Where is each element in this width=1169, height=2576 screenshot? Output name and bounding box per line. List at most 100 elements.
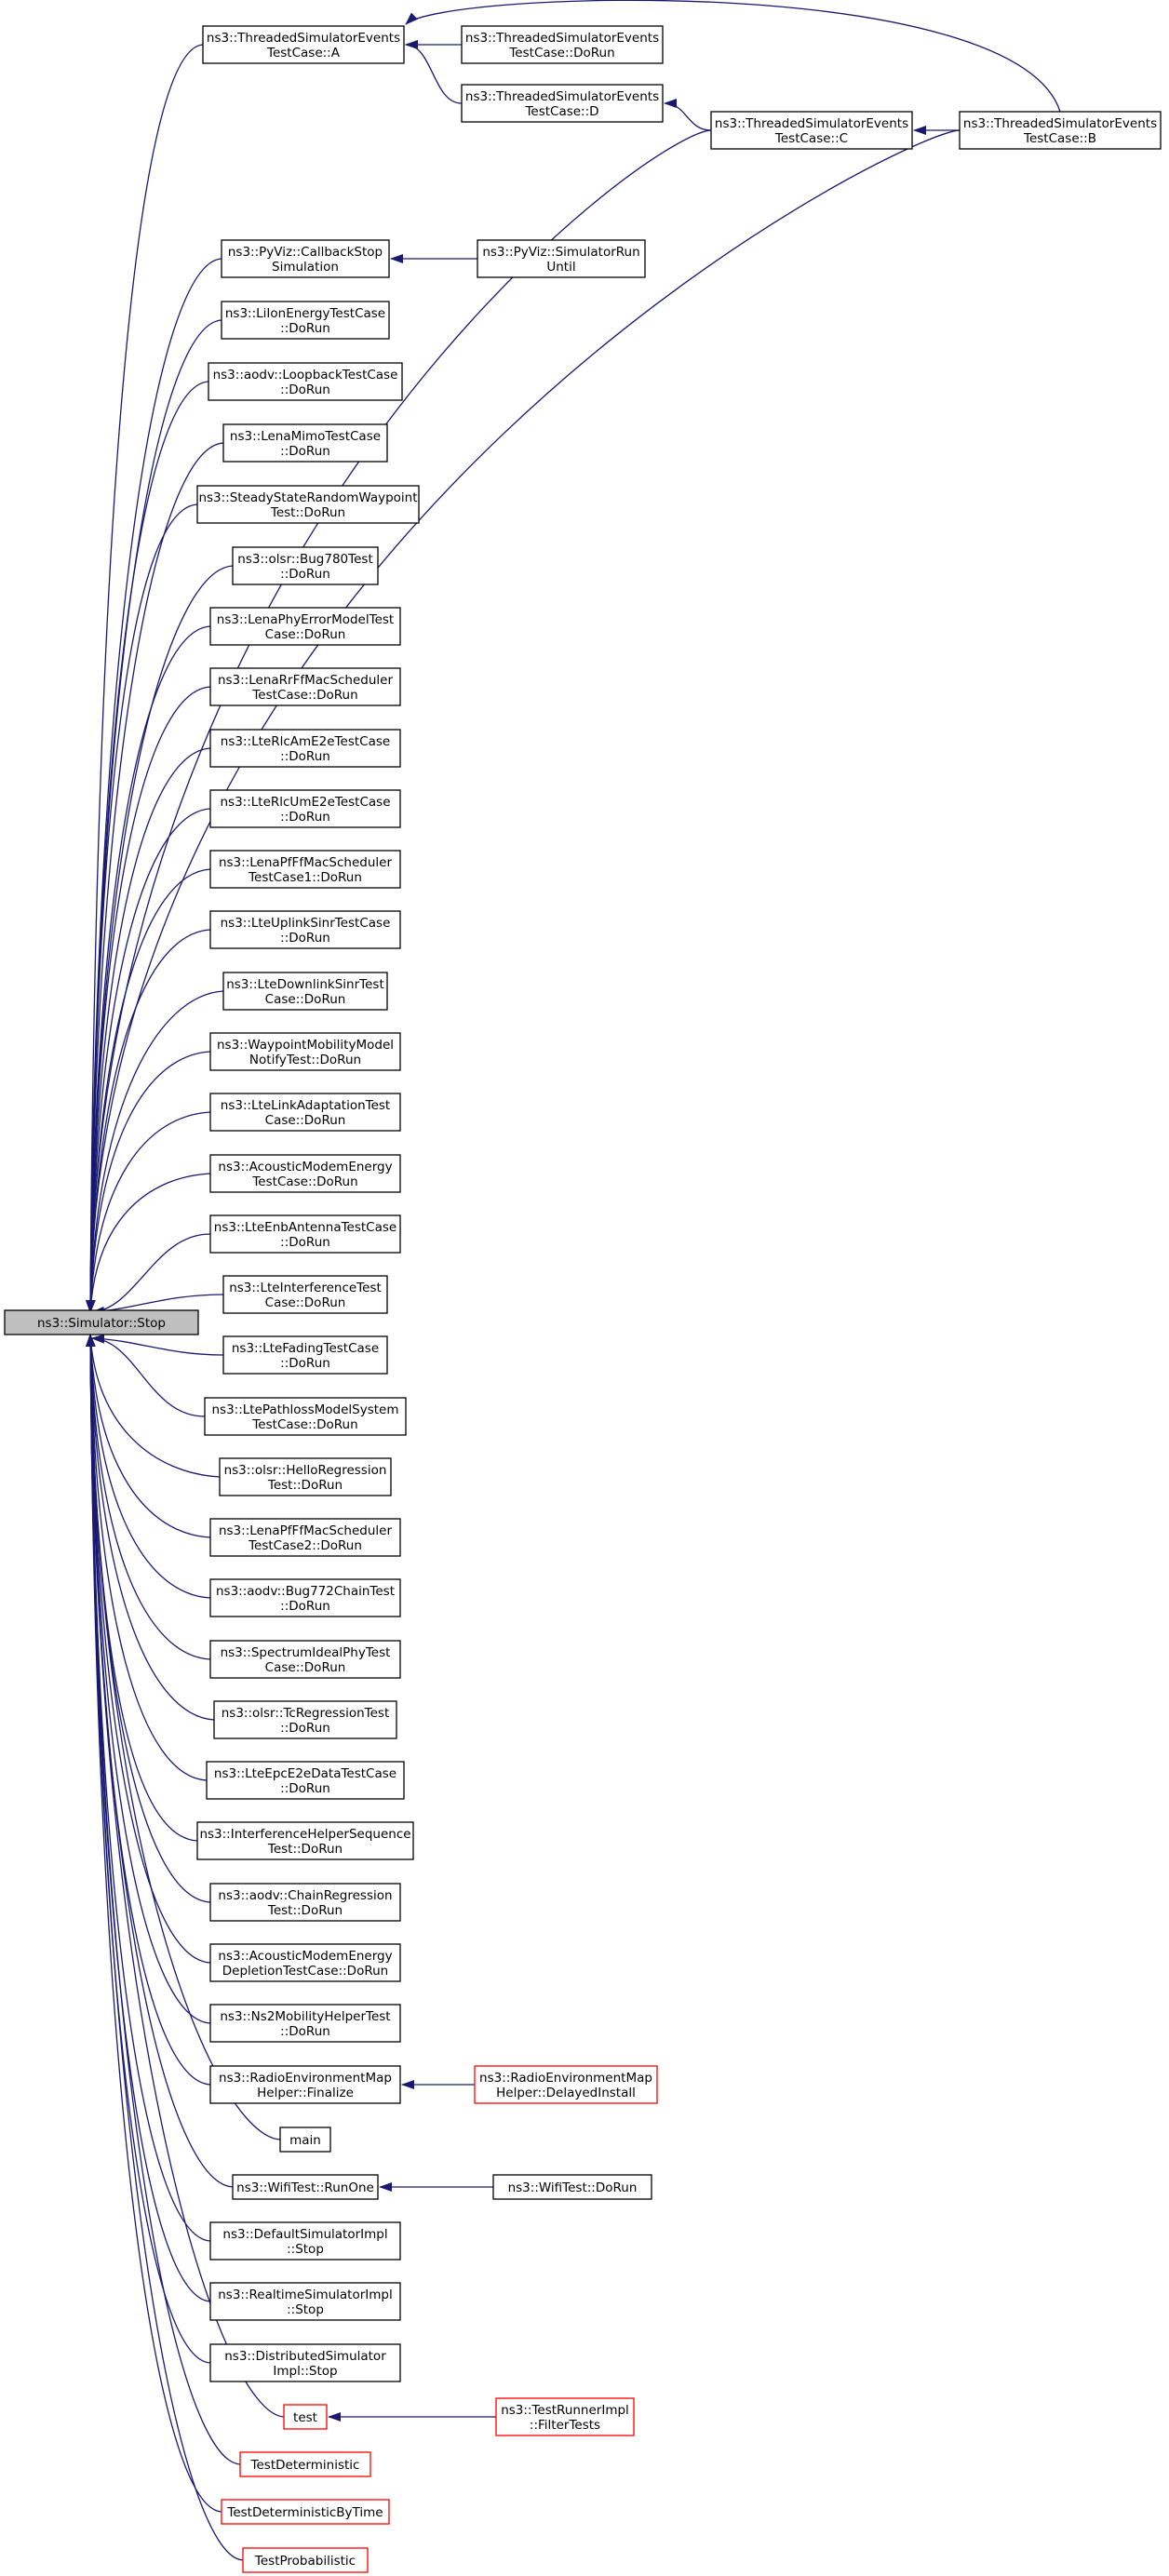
node-box <box>209 789 401 828</box>
graph-node-defsim[interactable]: ns3::DefaultSimulatorImpl::Stop <box>209 2221 401 2261</box>
graph-node-filtertests[interactable]: ns3::TestRunnerImpl::FilterTests <box>495 2397 635 2436</box>
node-label: ns3::RadioEnvironmentMap <box>479 2071 652 2086</box>
node-box <box>209 1154 401 1193</box>
node-label: TestCase::B <box>1023 131 1096 146</box>
node-label: Simulation <box>272 260 339 275</box>
node-box <box>4 1309 199 1335</box>
node-box <box>209 667 401 706</box>
node-box <box>209 1214 401 1254</box>
graph-node-rlcum[interactable]: ns3::LteRlcUmE2eTestCase::DoRun <box>209 789 401 828</box>
graph-node-wifidorun[interactable]: ns3::WifiTest::DoRun <box>492 2174 652 2200</box>
graph-node-testdettime[interactable]: TestDeterministicByTime <box>221 2499 390 2525</box>
node-box <box>209 2282 401 2321</box>
graph-node-bug772[interactable]: ns3::aodv::Bug772ChainTest::DoRun <box>209 1578 401 1617</box>
edge-testdettime-to-root <box>86 1334 222 2513</box>
node-label: ns3::ThreadedSimulatorEvents <box>715 116 908 131</box>
edge-lenapf2-to-root <box>86 1334 211 1538</box>
node-label: ::DoRun <box>280 1356 330 1371</box>
node-label: ::FilterTests <box>530 2418 600 2433</box>
graph-node-epce2e[interactable]: ns3::LteEpcE2eDataTestCase::DoRun <box>206 1761 405 1800</box>
edge-bug772-to-root <box>86 1334 211 1599</box>
graph-node-testdet[interactable]: TestDeterministic <box>239 2451 371 2477</box>
graph-node-lenapf2[interactable]: ns3::LenaPfFfMacSchedulerTestCase2::DoRu… <box>209 1518 401 1557</box>
graph-node-aodv_loop[interactable]: ns3::aodv::LoopbackTestCase::DoRun <box>208 362 403 401</box>
node-box <box>222 423 388 463</box>
node-box <box>209 910 401 949</box>
node-box <box>209 729 401 768</box>
node-label: Case::DoRun <box>265 1660 346 1675</box>
edge-tse_d-to-tse_a <box>405 40 463 104</box>
graph-node-liion[interactable]: ns3::LiIonEnergyTestCase::DoRun <box>221 301 390 340</box>
node-label: ns3::AcousticModemEnergy <box>218 1949 392 1964</box>
graph-node-depletion[interactable]: ns3::AcousticModemEnergyDepletionTestCas… <box>209 1943 401 1982</box>
graph-node-test[interactable]: test <box>283 2404 328 2430</box>
graph-node-main[interactable]: main <box>279 2127 331 2153</box>
node-label: Test::DoRun <box>270 505 345 520</box>
graph-node-enbant[interactable]: ns3::LteEnbAntennaTestCase::DoRun <box>209 1214 401 1254</box>
node-box <box>196 1821 414 1860</box>
edge-fading-to-root <box>91 1334 224 1356</box>
node-label: ns3::aodv::LoopbackTestCase <box>213 368 398 382</box>
node-box <box>204 1397 407 1436</box>
node-label: TestDeterministicByTime <box>226 2505 383 2520</box>
edge-main-to-root <box>86 1334 281 2140</box>
graph-node-lenapf1[interactable]: ns3::LenaPfFfMacSchedulerTestCase1::DoRu… <box>209 850 401 889</box>
node-label: ns3::ThreadedSimulatorEvents <box>207 31 400 46</box>
graph-node-pathloss[interactable]: ns3::LtePathlossModelSystemTestCase::DoR… <box>204 1397 407 1436</box>
graph-node-tse_dorun[interactable]: ns3::ThreadedSimulatorEventsTestCase::Do… <box>461 25 664 64</box>
node-box <box>461 25 664 64</box>
graph-node-remdelay[interactable]: ns3::RadioEnvironmentMapHelper::DelayedI… <box>474 2065 658 2104</box>
graph-node-steady[interactable]: ns3::SteadyStateRandomWaypointTest::DoRu… <box>196 485 420 524</box>
node-label: ::DoRun <box>280 567 330 582</box>
graph-node-rtsim[interactable]: ns3::RealtimeSimulatorImpl::Stop <box>209 2282 401 2321</box>
node-label: ns3::AcousticModemEnergy <box>218 1160 392 1174</box>
graph-node-root[interactable]: ns3::Simulator::Stop <box>4 1309 199 1335</box>
graph-node-ulsinr[interactable]: ns3::LteUplinkSinrTestCase::DoRun <box>209 910 401 949</box>
edge-ulsinr-to-root <box>86 929 211 1313</box>
node-box <box>221 301 390 340</box>
edge-tse_b-to-tse_a <box>405 0 1061 113</box>
graph-node-waypoint[interactable]: ns3::WaypointMobilityModelNotifyTest::Do… <box>209 1032 401 1071</box>
node-label: ns3::ThreadedSimulatorEvents <box>465 89 659 104</box>
graph-node-interfhelper[interactable]: ns3::InterferenceHelperSequenceTest::DoR… <box>196 1821 414 1860</box>
node-label: ::DoRun <box>280 444 330 459</box>
graph-node-tcreg[interactable]: ns3::olsr::TcRegressionTest::DoRun <box>213 1700 397 1739</box>
graph-node-ns2[interactable]: ns3::Ns2MobilityHelperTest::DoRun <box>209 2004 401 2043</box>
graph-node-lenamimo[interactable]: ns3::LenaMimoTestCase::DoRun <box>222 423 388 463</box>
node-box <box>221 239 390 278</box>
node-label: Helper::Finalize <box>257 2086 354 2100</box>
node-label: Case::DoRun <box>265 992 346 1007</box>
node-label: ns3::Simulator::Stop <box>37 1316 166 1331</box>
node-box <box>209 1883 401 1922</box>
edge-pathloss-to-root <box>91 1334 206 1417</box>
node-box <box>209 2004 401 2043</box>
graph-node-bug780[interactable]: ns3::olsr::Bug780Test::DoRun <box>232 546 379 585</box>
node-label: ::Stop <box>287 2242 324 2257</box>
graph-node-wifirunone[interactable]: ns3::WifiTest::RunOne <box>232 2174 379 2200</box>
edge-tse_a-to-root <box>86 44 204 1313</box>
graph-node-fading[interactable]: ns3::LteFadingTestCase::DoRun <box>222 1335 388 1375</box>
edge-acoustic-to-root <box>86 1173 211 1313</box>
graph-node-testprob[interactable]: TestProbabilistic <box>242 2547 369 2573</box>
node-label: ns3::Ns2MobilityHelperTest <box>220 2009 390 2024</box>
edge-layer <box>86 0 1061 2561</box>
node-label: ns3::WifiTest::DoRun <box>508 2180 638 2195</box>
graph-node-rlcam[interactable]: ns3::LteRlcAmE2eTestCase::DoRun <box>209 729 401 768</box>
